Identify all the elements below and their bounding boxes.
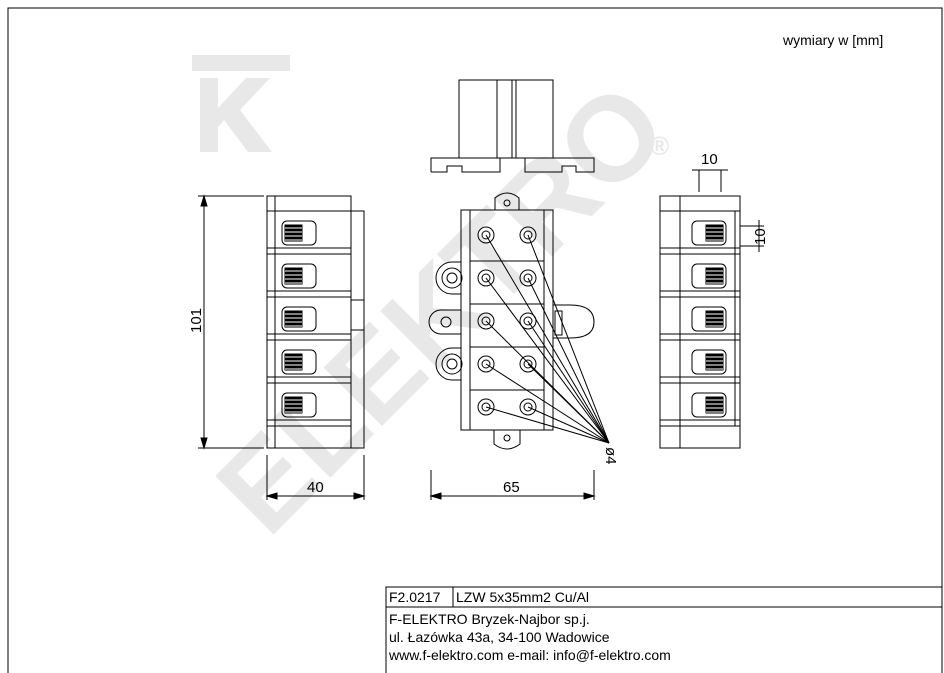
terminal-screw xyxy=(705,267,724,285)
screw-hole xyxy=(519,312,537,330)
screw-hole-inner xyxy=(523,273,533,283)
screw-hole-inner xyxy=(481,273,491,283)
hole-leader-line xyxy=(485,406,610,444)
screw-hole xyxy=(477,269,495,287)
screw-hole-inner xyxy=(481,316,491,326)
hole-leader-line xyxy=(485,277,610,444)
screw-hole xyxy=(477,355,495,373)
screw-hole xyxy=(519,355,537,373)
terminal-clamp xyxy=(691,349,727,375)
product-description: LZW 5x35mm2 Cu/Al xyxy=(456,589,589,605)
screw-hole xyxy=(519,269,537,287)
hole-leader-line xyxy=(485,363,610,444)
title-block xyxy=(385,586,943,673)
terminal-screw xyxy=(705,224,724,242)
terminal-screw xyxy=(705,396,724,414)
front-view xyxy=(428,192,610,450)
dimension-hole-diameter-label: ø4 xyxy=(602,447,619,465)
screw-hole-inner xyxy=(481,402,491,412)
terminal-screw xyxy=(284,224,303,242)
terminal-screw xyxy=(284,353,303,371)
screw-hole-inner xyxy=(523,316,533,326)
company-name: F-ELEKTRO Bryzek-Najbor sp.j. xyxy=(389,611,590,627)
terminal-clamp xyxy=(281,306,317,332)
terminal-clamp xyxy=(281,263,317,289)
dimension-lines xyxy=(198,169,764,500)
units-note: wymiary w [mm] xyxy=(782,32,883,48)
screw-hole xyxy=(519,226,537,244)
screw-hole-inner xyxy=(523,230,533,240)
top-view xyxy=(430,79,595,173)
terminal-clamp xyxy=(691,220,727,246)
dimension-side-width-label: 40 xyxy=(307,479,324,496)
terminal-screw xyxy=(705,353,724,371)
screw-hole-inner xyxy=(523,359,533,369)
dimension-labels: 101 40 65 10 10 ø4 xyxy=(188,151,769,496)
dimension-pitch-label: 10 xyxy=(701,151,718,168)
terminal-screw xyxy=(705,310,724,328)
terminal-clamp xyxy=(281,220,317,246)
hole-leader-line xyxy=(485,234,610,444)
hole-leader-line xyxy=(527,363,610,444)
company-contact: www.f-elektro.com e-mail: info@f-elektro… xyxy=(388,647,671,663)
left-side-view xyxy=(266,195,365,449)
screw-hole xyxy=(519,398,537,416)
terminal-screw xyxy=(284,267,303,285)
drawing-frame xyxy=(7,7,943,673)
dimension-height-label: 101 xyxy=(188,308,205,333)
hole-leader-line xyxy=(527,320,610,444)
terminal-clamp xyxy=(281,349,317,375)
terminal-clamp xyxy=(281,392,317,418)
hole-leader-line xyxy=(527,277,610,444)
dimension-terminal-height-label: 10 xyxy=(752,228,769,245)
hole-leader-line xyxy=(527,234,610,444)
screw-hole-inner xyxy=(481,359,491,369)
terminal-clamp xyxy=(691,306,727,332)
screw-hole-inner xyxy=(481,230,491,240)
screw-hole-inner xyxy=(523,402,533,412)
watermark-registered-mark: ® xyxy=(650,131,669,161)
company-address: ul. Łazówka 43a, 34-100 Wadowice xyxy=(389,629,610,645)
product-code: F2.0217 xyxy=(389,589,441,605)
watermark-logo-k-icon xyxy=(200,78,272,152)
right-side-view xyxy=(659,195,741,449)
hole-leader-line xyxy=(527,406,610,444)
terminal-clamp xyxy=(691,392,727,418)
screw-hole xyxy=(477,312,495,330)
terminal-clamp xyxy=(691,263,727,289)
terminal-screw xyxy=(284,310,303,328)
screw-hole xyxy=(477,226,495,244)
dimension-front-width-label: 65 xyxy=(503,479,520,496)
watermark-logo-bar xyxy=(192,55,290,71)
screw-hole xyxy=(477,398,495,416)
terminal-screw xyxy=(284,396,303,414)
title-block-text: F2.0217 LZW 5x35mm2 Cu/Al F-ELEKTRO Bryz… xyxy=(388,589,671,663)
